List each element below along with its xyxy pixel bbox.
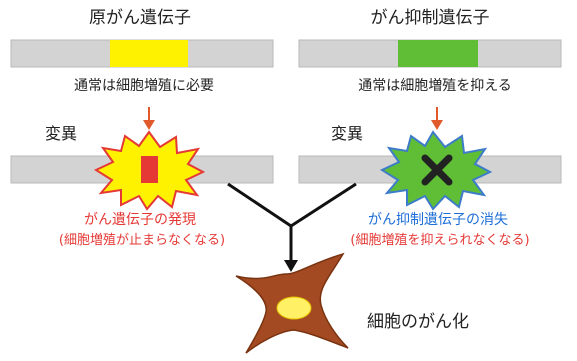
cell-carcinogenesis-label: 細胞のがん化 xyxy=(367,312,469,332)
oncogene-expression-label: がん遺伝子の発現 xyxy=(84,212,196,228)
suppressor-loss-note: (細胞増殖を抑えられなくなる) xyxy=(350,233,530,248)
left-mutation-label: 変異 xyxy=(45,124,78,143)
right-mutation-label: 変異 xyxy=(331,124,364,143)
mutation-red-mark xyxy=(141,156,158,183)
x-mark-icon xyxy=(421,154,453,186)
proto-oncogene-description: 通常は細胞増殖に必要 xyxy=(74,78,214,94)
suppressor-loss-label: がん抑制遺伝子の消失 xyxy=(368,212,508,228)
converging-arrow xyxy=(227,182,357,272)
right-red-arrow xyxy=(431,107,443,130)
proto-oncogene-segment xyxy=(110,40,188,67)
tumor-suppressor-description: 通常は細胞増殖を抑える xyxy=(358,78,512,94)
left-red-arrow xyxy=(143,107,155,130)
nucleus xyxy=(276,296,312,320)
tumor-suppressor-segment xyxy=(398,40,478,67)
oncogene-expression-note: (細胞増殖が止まらなくなる) xyxy=(58,233,226,248)
proto-oncogene-title: 原がん遺伝子 xyxy=(89,8,191,28)
tumor-suppressor-title: がん抑制遺伝子 xyxy=(370,8,490,28)
